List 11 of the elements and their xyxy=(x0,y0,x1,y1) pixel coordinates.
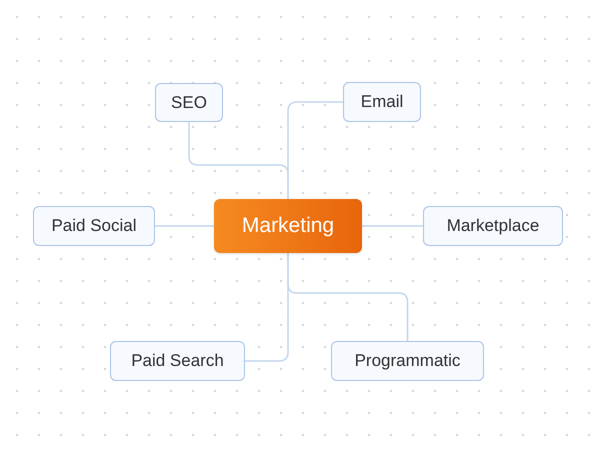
topic-box: Programmatic xyxy=(331,341,484,381)
connector-line xyxy=(287,253,408,341)
topic-box: SEO xyxy=(155,83,223,122)
connector-line xyxy=(362,225,423,227)
central-topic-box: Marketing xyxy=(214,199,362,253)
connector-line xyxy=(155,225,214,227)
topic-box: Email xyxy=(343,82,421,122)
connector-line xyxy=(287,101,343,199)
topic-box: Paid Social xyxy=(33,206,155,246)
topic-box: Paid Search xyxy=(110,341,245,381)
topic-box: Marketplace xyxy=(423,206,563,246)
